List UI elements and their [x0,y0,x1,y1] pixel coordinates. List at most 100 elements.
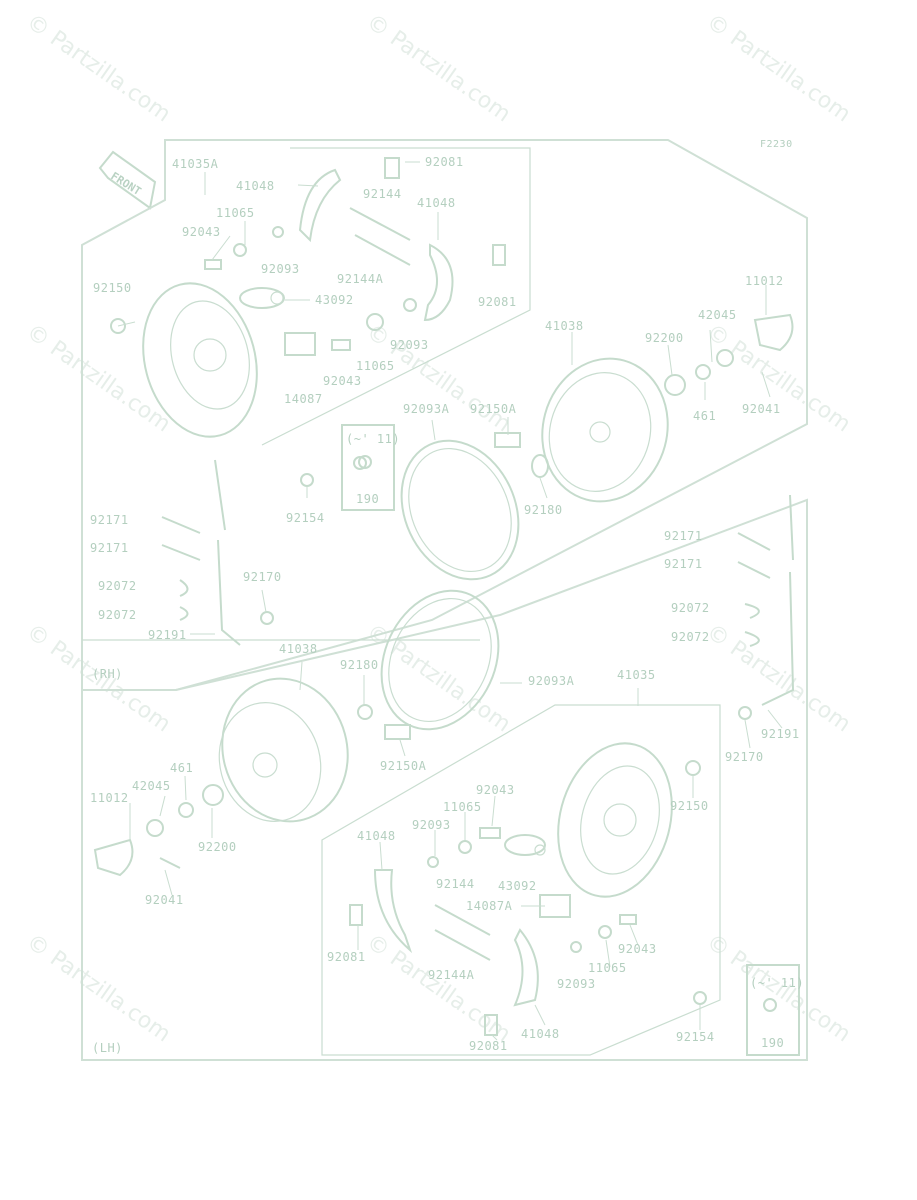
rh-backing-plate [142,282,258,438]
watermark: © Partzilla.com [702,619,855,737]
lh-label: (LH) [92,1041,123,1055]
part-label: 92072 [671,630,710,644]
front-arrow-icon: FRONT [98,150,157,210]
part-label: 14087 [284,392,323,406]
part-label: 14087A [466,899,513,913]
watermark: © Partzilla.com [702,9,855,127]
part-label: 92043 [182,225,221,239]
part-label: 92171 [664,557,703,571]
lh-wheel-cylinder [504,834,546,856]
part-label: 92093A [528,674,575,688]
watermark: © Partzilla.com [362,9,515,127]
part-label: 92081 [327,950,366,964]
part-label: 92043 [618,942,657,956]
part-label: 92081 [425,155,464,169]
watermark: © Partzilla.com [22,319,175,437]
part-label: 92072 [98,608,137,622]
watermark: © Partzilla.com [22,929,175,1047]
part-label: 92200 [645,331,684,345]
part-label: 92150A [380,759,427,773]
part-label: 92093 [412,818,451,832]
rh-frame: (RH) [81,139,808,691]
part-label: 190 [356,492,379,506]
part-label: 11065 [216,206,255,220]
part-label: 92171 [664,529,703,543]
part-label: 92093 [261,262,300,276]
part-label: 11012 [745,274,784,288]
part-label: 92043 [476,783,515,797]
part-label: 92150 [670,799,709,813]
part-label: 41048 [417,196,456,210]
part-label: 11065 [443,800,482,814]
leader-lines [117,161,783,1041]
part-label: 92072 [671,601,710,615]
part-label: 461 [693,409,716,423]
rh-washers [664,349,734,396]
part-label: 42045 [698,308,737,322]
lh-hub-cap [93,838,134,877]
front-label: FRONT [108,170,143,199]
rh-hub-cap [753,313,794,352]
part-label: 92171 [90,513,129,527]
year-note: (~' 11) [346,432,400,446]
part-label: 41038 [279,642,318,656]
watermark: © Partzilla.com [702,319,855,437]
watermark: © Partzilla.com [362,319,515,437]
part-label: 92043 [323,374,362,388]
part-label: 92041 [742,402,781,416]
part-label: 41048 [357,829,396,843]
watermark: © Partzilla.com [22,9,175,127]
part-label: 92191 [148,628,187,642]
part-label: 461 [170,761,193,775]
part-label: 92200 [198,840,237,854]
part-label: 92144A [428,968,475,982]
diagram-code: F2230 [760,139,793,150]
part-label: 11065 [356,359,395,373]
rh-wheel-cylinder [239,287,285,309]
part-label: 92180 [524,503,563,517]
rh-cable [214,459,241,646]
lh-brake-shoe-upper [373,869,413,954]
rh-brake-shoe-lower [423,243,454,322]
lh-brake-shoe-lower [513,928,539,1007]
part-label: 41035 [617,668,656,682]
lh-brake-drum [218,677,349,823]
part-label: 92150A [470,402,517,416]
watermark: © Partzilla.com [362,929,515,1047]
part-label: 92180 [340,658,379,672]
rh-brake-drum [541,357,669,503]
part-label: 92144 [363,187,402,201]
part-label: 92154 [676,1030,715,1044]
part-label: 41048 [236,179,275,193]
part-label: 92081 [478,295,517,309]
rh-small-parts [110,157,795,706]
part-label: 11012 [90,791,129,805]
part-label: 41048 [521,1027,560,1041]
lh-part-labels: 92171 92171 92072 92072 41038 92180 9209… [90,529,804,1053]
lh-small-parts [159,704,800,1056]
rh-seal-ring [400,439,520,581]
part-label: 42045 [132,779,171,793]
part-label: 41038 [545,319,584,333]
rh-label: (RH) [92,667,123,681]
part-label: 92150 [93,281,132,295]
part-label: 43092 [315,293,354,307]
part-label: 92093 [557,977,596,991]
part-label: 92144 [436,877,475,891]
rh-brake-shoe-upper [298,168,342,243]
rh-part-labels: 41035A 92081 41048 92144 41048 11065 920… [90,155,784,642]
part-label: 92171 [90,541,129,555]
part-label: 92093 [390,338,429,352]
part-label: 11065 [588,961,627,975]
part-label: 43092 [498,879,537,893]
year-note: (~' 11) [750,976,804,990]
part-label: 41035A [172,157,219,171]
lh-backing-plate [557,742,673,898]
part-label: 92170 [243,570,282,584]
part-label: 92041 [145,893,184,907]
part-label: 190 [761,1036,784,1050]
part-label: 92081 [469,1039,508,1053]
part-label: 92170 [725,750,764,764]
part-label: 92093A [403,402,450,416]
